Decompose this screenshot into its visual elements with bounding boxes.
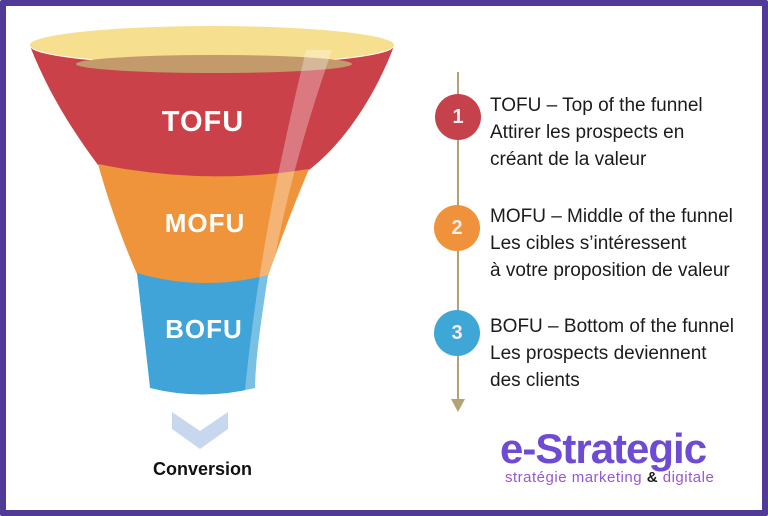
- logo-tagline-right: digitale: [658, 469, 715, 486]
- step-1-line-2: Attirer les prospects en: [490, 122, 685, 143]
- step-2-line-2: Les cibles s’intéressent: [490, 233, 687, 254]
- funnel-diagram: TOFU MOFU BOFU: [30, 26, 394, 449]
- logo-name: e-Strategic: [500, 425, 707, 472]
- step-number-3: 3: [451, 321, 463, 344]
- step-badge-3: 3: [434, 310, 480, 356]
- step-1-line-3: créant de la valeur: [490, 149, 647, 170]
- funnel-highlight: [245, 50, 332, 390]
- conversion-label: Conversion: [152, 459, 253, 479]
- logo-tagline: stratégie marketing & digitale: [505, 469, 761, 486]
- step-3-line-2: Les prospects deviennent: [490, 343, 707, 364]
- funnel-label-tofu: TOFU: [162, 106, 244, 138]
- step-2-line-1: MOFU – Middle of the funnel: [490, 206, 733, 227]
- funnel-rim: [30, 26, 394, 64]
- step-3-line-3: des clients: [490, 370, 580, 391]
- funnel-label-bofu: BOFU: [165, 314, 243, 344]
- step-description-1: TOFU – Top of the funnel Attirer les pro…: [490, 92, 703, 173]
- step-description-3: BOFU – Bottom of the funnel Les prospect…: [490, 313, 734, 394]
- logo-tagline-left: stratégie marketing: [505, 469, 647, 486]
- step-2-line-3: à votre proposition de valeur: [490, 260, 730, 281]
- funnel-stage-tofu: [30, 46, 394, 178]
- logo-tagline-ampersand: &: [646, 469, 659, 486]
- funnel-stage-mofu: [98, 164, 309, 285]
- step-1-line-1: TOFU – Top of the funnel: [490, 95, 703, 116]
- step-3-line-1: BOFU – Bottom of the funnel: [490, 316, 734, 337]
- logo: e-Strategic stratégie marketing & digita…: [500, 425, 756, 490]
- step-description-2: MOFU – Middle of the funnel Les cibles s…: [490, 203, 733, 284]
- funnel-interior: [76, 55, 352, 73]
- step-number-2: 2: [451, 216, 463, 239]
- step-badge-2: 2: [434, 205, 480, 251]
- timeline-arrowhead-icon: [451, 399, 465, 412]
- funnel-label-mofu: MOFU: [165, 208, 246, 238]
- step-badge-1: 1: [435, 94, 481, 140]
- funnel-stage-bofu: [137, 273, 268, 395]
- conversion-arrow-icon: [172, 412, 228, 449]
- step-number-1: 1: [452, 105, 464, 128]
